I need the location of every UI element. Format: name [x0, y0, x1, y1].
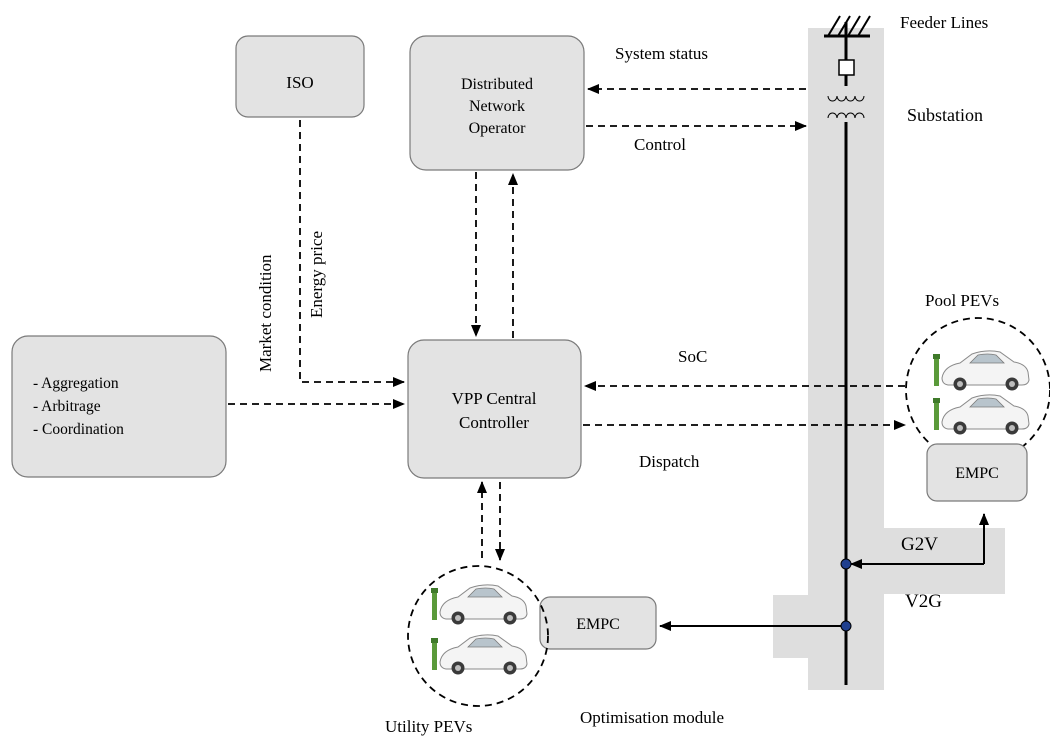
- pool-pevs-circle: [905, 317, 1050, 463]
- services-aggregation: - Aggregation: [33, 375, 119, 392]
- breaker-icon: [838, 59, 855, 76]
- market-condition-label: Market condition: [256, 254, 275, 372]
- utility-ev-car-icon-2: [430, 634, 528, 675]
- utility-ev-car-icon-1: [430, 584, 528, 625]
- pool-pevs-label: Pool PEVs: [925, 291, 999, 310]
- system-status-label: System status: [615, 44, 708, 63]
- energy-price-arrow: [299, 120, 405, 387]
- iso-box: [235, 35, 365, 118]
- utility-empc-label: EMPC: [576, 616, 620, 633]
- iso-label: ISO: [286, 73, 313, 92]
- feeder-bus-band: [773, 28, 1005, 690]
- control-label: Control: [634, 135, 686, 154]
- g2v-junction: [840, 558, 852, 570]
- utility-empc-box: [539, 596, 657, 650]
- v2g-junction: [840, 620, 852, 632]
- pool-ev-car-icon-1: [932, 350, 1030, 391]
- vpp-label-line2: Controller: [459, 413, 529, 432]
- pool-empc-label: EMPC: [955, 465, 999, 482]
- dno-label-line1: Distributed: [461, 76, 533, 93]
- dno-label-line2: Network: [469, 98, 525, 115]
- transformer-icon: [827, 86, 865, 122]
- dno-box: [409, 35, 585, 171]
- vpp-label-line1: VPP Central: [452, 389, 537, 408]
- dispatch-label: Dispatch: [639, 452, 700, 471]
- feeder-ground-icon: [824, 15, 871, 38]
- soc-label: SoC: [678, 347, 707, 366]
- pool-empc-box: [926, 443, 1028, 502]
- services-arbitrage: - Arbitrage: [33, 398, 101, 415]
- v2g-label: V2G: [905, 591, 942, 612]
- utility-pevs-label: Utility PEVs: [385, 717, 472, 736]
- vpp-controller-box: [407, 339, 582, 479]
- g2v-label: G2V: [901, 534, 938, 555]
- services-box: [11, 335, 227, 478]
- pool-ev-car-icon-2: [932, 394, 1030, 435]
- energy-price-label: Energy price: [307, 231, 326, 318]
- services-coordination: - Coordination: [33, 421, 124, 438]
- dno-label-line3: Operator: [469, 120, 527, 137]
- substation-label: Substation: [907, 105, 983, 125]
- feeder-lines-label: Feeder Lines: [900, 13, 988, 32]
- utility-pevs-circle: [407, 565, 549, 707]
- optimisation-module-label: Optimisation module: [580, 708, 724, 727]
